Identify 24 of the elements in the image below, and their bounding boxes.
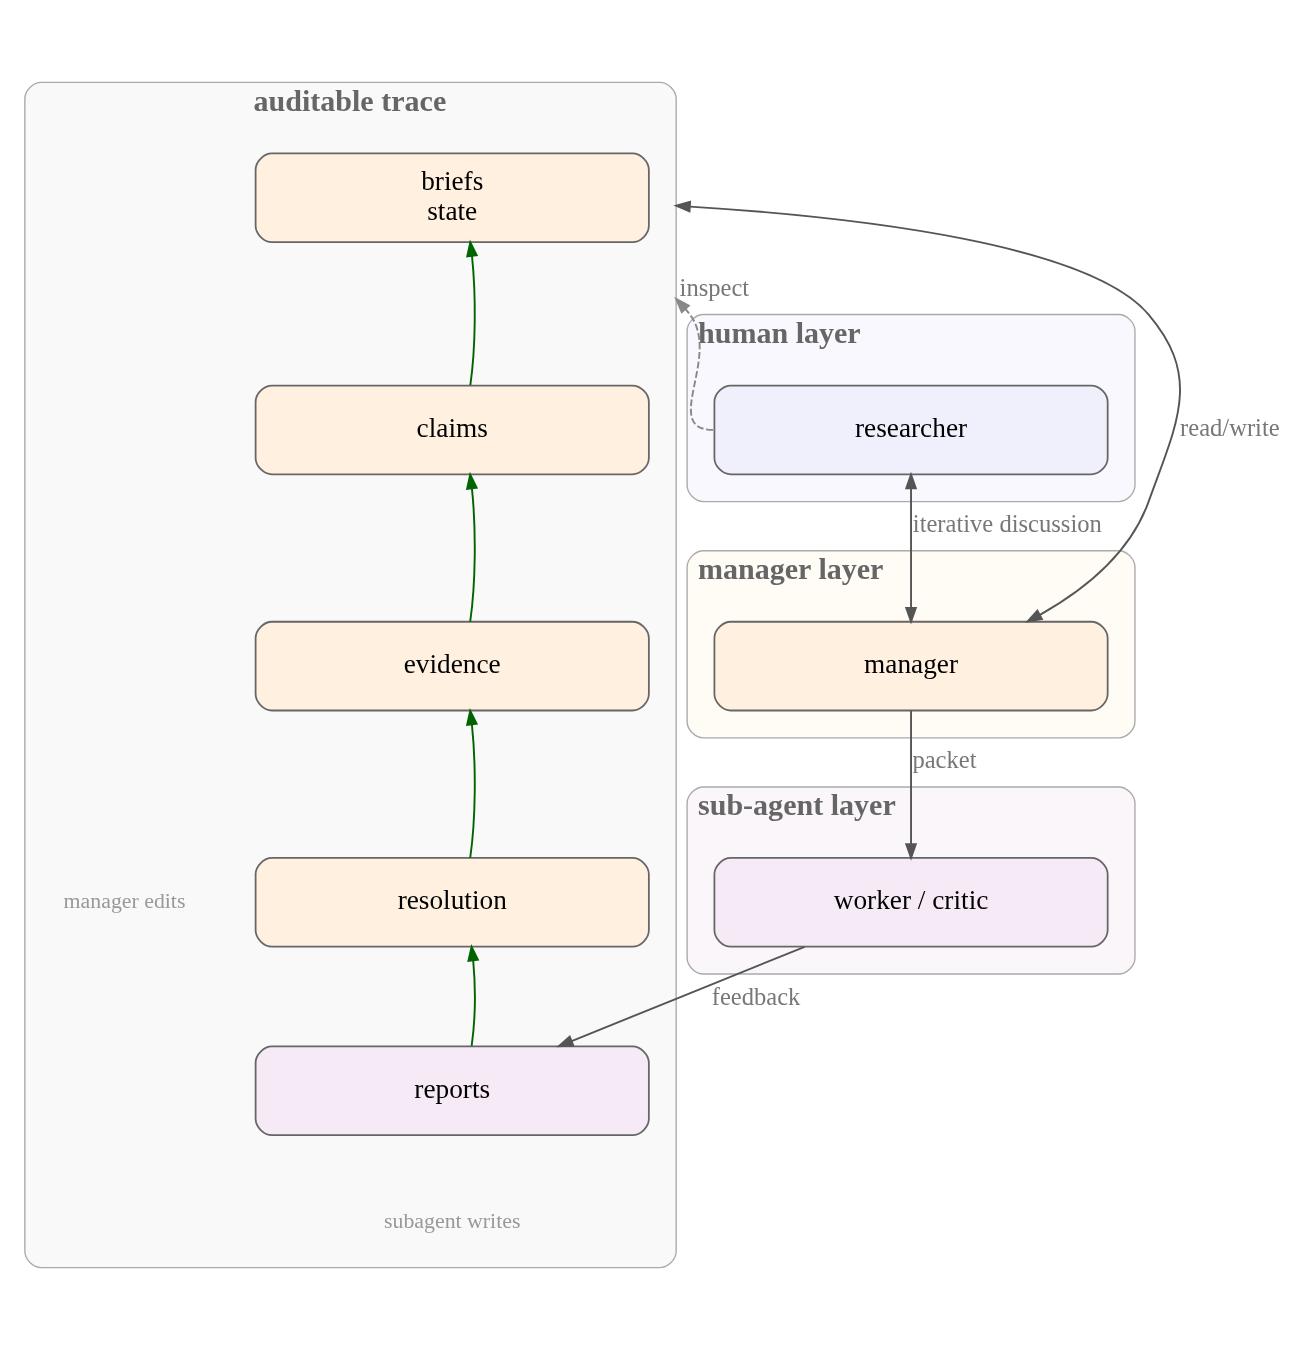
arrow	[466, 239, 479, 387]
node-box: resolution	[254, 857, 650, 948]
node-box: evidence	[254, 620, 650, 712]
arrow	[556, 945, 806, 1048]
node-box: claims	[254, 384, 650, 476]
node-box: researcher	[713, 384, 1109, 476]
arrow	[465, 708, 479, 859]
arrow	[904, 709, 918, 861]
edge-label: read/write	[1180, 413, 1280, 441]
label: manager edits	[63, 888, 186, 913]
arrow	[467, 943, 480, 1047]
arrow	[674, 296, 714, 431]
arrow	[904, 471, 918, 625]
node-box: reports	[254, 1045, 650, 1137]
label: subagent writes	[384, 1208, 521, 1233]
node-box: manager	[713, 620, 1109, 712]
edge-label: packet	[912, 746, 977, 774]
arrow	[465, 471, 479, 623]
node-box: briefs state	[254, 152, 650, 244]
node-box: worker / critic	[713, 857, 1109, 948]
edge-label: feedback	[711, 982, 801, 1010]
arrow	[673, 200, 1181, 623]
edge-label: iterative discussion	[912, 510, 1102, 538]
edge-label: inspect	[679, 273, 750, 301]
